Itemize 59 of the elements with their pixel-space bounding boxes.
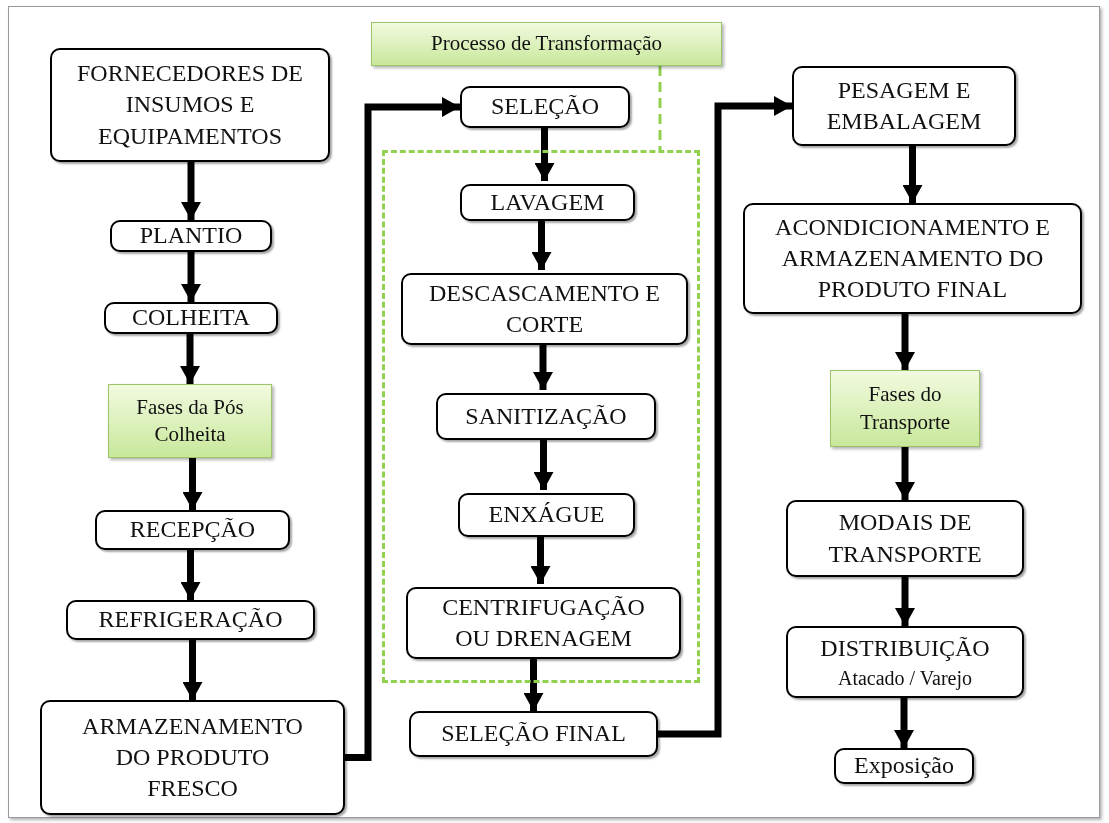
- phase-label-box: [371, 22, 722, 66]
- process-box: [110, 220, 272, 252]
- arrow: [895, 577, 915, 626]
- process-box: [95, 510, 290, 550]
- node-text: DESCASCAMENTO E CORTE: [428, 278, 661, 339]
- node-text: MODAIS DE TRANSPORTE: [827, 508, 983, 569]
- arrow: [180, 550, 201, 600]
- arrow: [180, 334, 200, 384]
- node-text: ENXÁGUE: [487, 500, 606, 530]
- process-box: [406, 587, 681, 659]
- process-box: [792, 66, 1016, 146]
- phase-label-box: [108, 384, 272, 458]
- node-text: ACONDICIONAMENTO E ARMAZENAMENTO DO PRODUTO FINAL: [774, 212, 1051, 305]
- process-box: [436, 393, 656, 440]
- arrow: [902, 146, 923, 203]
- arrow: [345, 97, 460, 761]
- process-box: [401, 273, 688, 345]
- process-box: [460, 86, 630, 128]
- arrow: [181, 162, 201, 220]
- node-text: REFRIGERAÇÃO: [97, 605, 284, 635]
- node-text: COLHEITA: [130, 303, 252, 333]
- node-text: FORNECEDORES DE INSUMOS E EQUIPAMENTOS: [76, 59, 304, 151]
- node-text: LAVAGEM: [489, 187, 606, 217]
- process-box: [834, 748, 974, 784]
- arrow: [181, 252, 201, 302]
- arrow: [895, 447, 915, 500]
- node-text: SELEÇÃO: [490, 92, 600, 122]
- arrow: [182, 458, 203, 510]
- process-box: [66, 600, 315, 640]
- process-box: [40, 700, 345, 815]
- arrow: [895, 314, 915, 370]
- node-text: RECEPÇÃO: [128, 515, 257, 545]
- node-text: PLANTIO: [138, 221, 244, 251]
- process-box: [460, 184, 635, 221]
- arrow: [182, 640, 203, 700]
- process-box: [786, 626, 1024, 698]
- node-text: PESAGEM E EMBALAGEM: [825, 75, 983, 136]
- process-box: [104, 302, 278, 334]
- node-text: Fases da Pós Colheita: [135, 393, 245, 448]
- process-box: [50, 48, 330, 162]
- node-text: SELEÇÃO FINAL: [440, 719, 627, 749]
- arrow: [658, 96, 792, 738]
- process-box: [458, 493, 635, 537]
- node-text: Fases do Transporte: [858, 381, 952, 436]
- node-text: Processo de Transformação: [430, 30, 663, 58]
- process-box: [409, 711, 658, 757]
- node-text: ARMAZENAMENTO DO PRODUTO FRESCO: [81, 711, 304, 804]
- node-text: CENTRIFUGAÇÃO OU DRENAGEM: [441, 592, 646, 653]
- node-text: SANITIZAÇÃO: [464, 401, 628, 431]
- node-subtext: Atacado / Varejo: [837, 665, 973, 691]
- phase-label-box: [830, 370, 980, 447]
- process-box: [786, 500, 1024, 577]
- arrow: [894, 698, 914, 748]
- node-text: DISTRIBUIÇÃO: [819, 634, 991, 664]
- group-box: [382, 150, 700, 683]
- node-text: Exposição: [853, 751, 955, 781]
- process-box: [743, 203, 1082, 314]
- dashed-connector: [658, 66, 662, 150]
- arrow: [523, 656, 544, 711]
